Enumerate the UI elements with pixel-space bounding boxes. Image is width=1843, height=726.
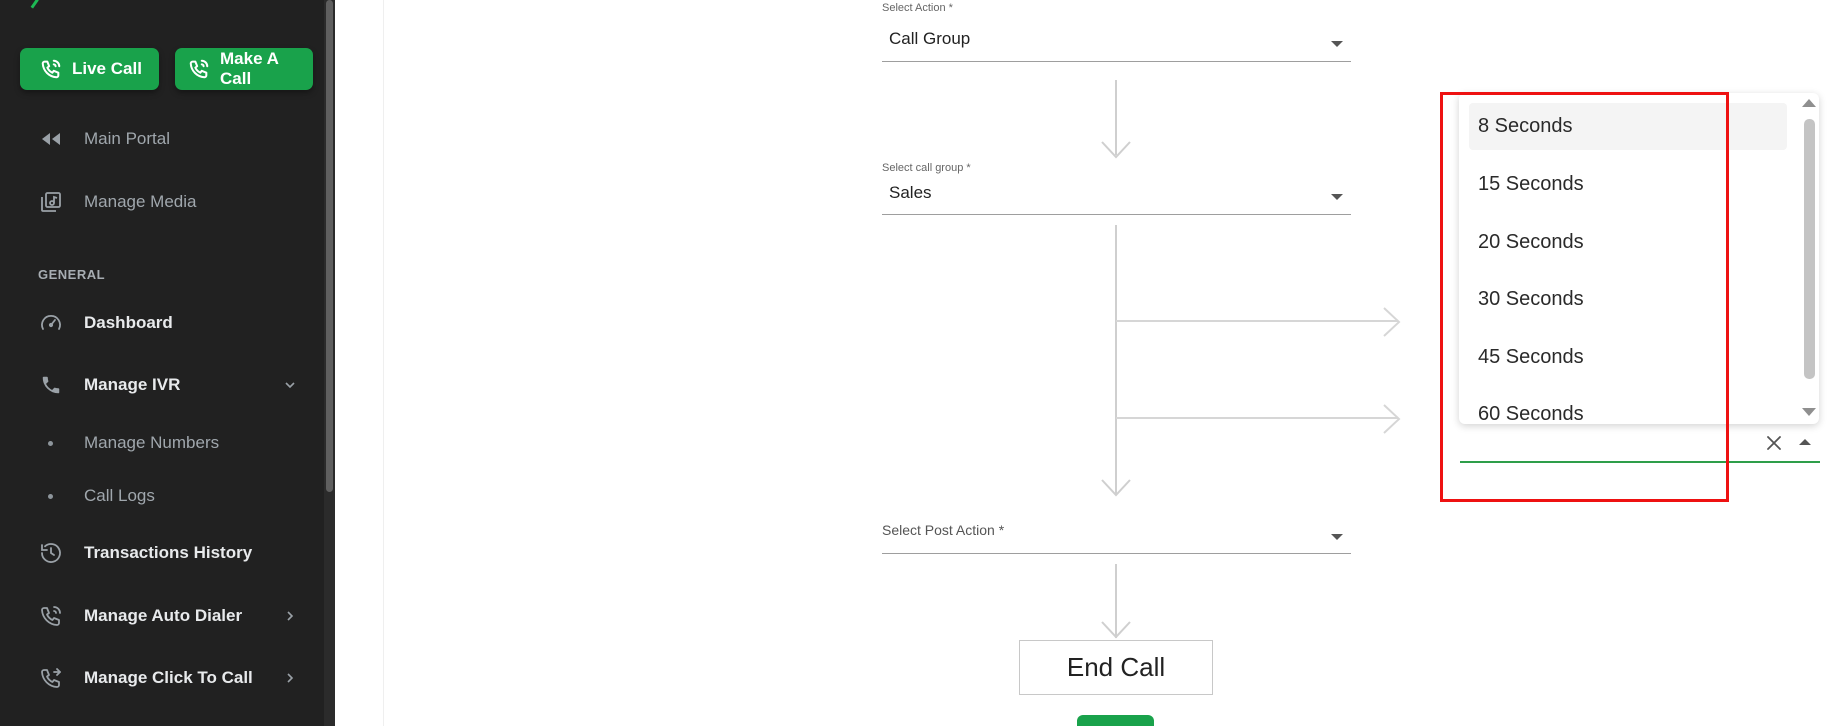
phone-call-icon	[38, 603, 64, 629]
arrow-down-icon	[1101, 479, 1131, 497]
flow-connector	[1115, 564, 1117, 638]
arrow-right-icon	[1383, 404, 1401, 434]
caret-down-icon	[1331, 41, 1343, 47]
sidebar-subitem-manage-numbers[interactable]: Manage Numbers	[0, 425, 320, 461]
chevron-right-icon	[282, 608, 298, 624]
live-call-button[interactable]: Live Call	[20, 48, 159, 90]
select-post-action-label: Select Post Action *	[882, 522, 1005, 538]
logo-icon	[23, 0, 39, 9]
select-action-field[interactable]: Select Action * Call Group	[882, 0, 1351, 62]
select-post-action-field[interactable]: Select Post Action *	[882, 518, 1351, 554]
arrow-down-icon	[1101, 621, 1131, 639]
sidebar-item-label: Dashboard	[84, 313, 173, 332]
section-title-general: GENERAL	[38, 267, 106, 282]
phone-call-icon	[40, 58, 62, 80]
option-30-seconds[interactable]: 30 Seconds	[1478, 288, 1584, 310]
sidebar-item-dashboard[interactable]: Dashboard	[0, 301, 320, 345]
flow-branch-connector	[1116, 417, 1398, 419]
sidebar-item-manage-media[interactable]: Manage Media	[0, 180, 320, 224]
caret-up-icon[interactable]	[1799, 439, 1811, 445]
phone-outgoing-icon	[188, 58, 210, 80]
caret-down-icon	[1331, 194, 1343, 200]
sidebar-item-main-portal[interactable]: Main Portal	[0, 117, 320, 161]
select-call-group-value: Sales	[889, 183, 932, 202]
sidebar-subitem-call-logs[interactable]: Call Logs	[0, 478, 320, 514]
phone-icon	[38, 372, 64, 398]
make-a-call-button[interactable]: Make A Call	[175, 48, 313, 90]
select-action-value: Call Group	[889, 29, 971, 48]
content-panel-border	[383, 0, 384, 726]
phone-forward-icon	[38, 665, 64, 691]
make-a-call-label: Make A Call	[220, 49, 279, 88]
end-call-node: End Call	[1019, 640, 1213, 695]
sidebar-item-label: Manage Auto Dialer	[84, 606, 243, 625]
sidebar-item-label: Manage Click To Call	[84, 668, 253, 687]
highlight-box	[1440, 92, 1729, 502]
bullet-icon	[48, 493, 53, 499]
sidebar-item-manage-click-to-call[interactable]: Manage Click To Call	[0, 656, 320, 700]
sidebar-subitem-label: Call Logs	[84, 486, 155, 505]
sidebar-item-label: Manage Media	[84, 192, 197, 211]
save-button-partial[interactable]	[1077, 715, 1154, 726]
option-20-seconds[interactable]: 20 Seconds	[1478, 231, 1584, 253]
arrow-right-icon	[1383, 307, 1401, 337]
option-8-seconds[interactable]: 8 Seconds	[1469, 103, 1787, 150]
arrow-down-icon	[1101, 141, 1131, 159]
option-15-seconds[interactable]: 15 Seconds	[1478, 173, 1584, 195]
chevron-down-icon	[282, 377, 298, 393]
clear-icon[interactable]	[1763, 432, 1785, 454]
speedometer-icon	[38, 310, 64, 336]
live-call-label: Live Call	[72, 59, 142, 78]
scroll-down-arrow-icon[interactable]	[1802, 408, 1816, 416]
select-call-group-field[interactable]: Select call group * Sales	[882, 160, 1351, 215]
chevron-right-icon	[282, 670, 298, 686]
bullet-icon	[48, 440, 53, 446]
sidebar-scrollbar-thumb[interactable]	[326, 0, 333, 492]
option-45-seconds[interactable]: 45 Seconds	[1478, 346, 1584, 368]
media-library-icon	[38, 189, 64, 215]
sidebar-item-label: Manage IVR	[84, 375, 181, 394]
sidebar-item-manage-auto-dialer[interactable]: Manage Auto Dialer	[0, 594, 320, 638]
duration-select-input[interactable]	[1460, 426, 1820, 463]
duration-dropdown-menu: 8 Seconds 15 Seconds 20 Seconds 30 Secon…	[1459, 93, 1819, 424]
flow-connector	[1115, 225, 1117, 495]
scroll-up-arrow-icon[interactable]	[1802, 99, 1816, 107]
sidebar-item-transactions-history[interactable]: Transactions History	[0, 531, 320, 575]
sidebar-subitem-label: Manage Numbers	[84, 433, 220, 452]
history-icon	[38, 540, 64, 566]
sidebar-item-manage-ivr[interactable]: Manage IVR	[0, 363, 320, 407]
caret-down-icon	[1331, 534, 1343, 540]
sidebar: Live Call Make A Call Main Portal Manage…	[0, 0, 335, 726]
rewind-icon	[38, 126, 64, 152]
sidebar-item-label: Main Portal	[84, 129, 170, 148]
sidebar-item-label: Transactions History	[84, 543, 253, 562]
select-call-group-label: Select call group *	[882, 162, 971, 174]
flow-branch-connector	[1116, 320, 1398, 322]
option-60-seconds[interactable]: 60 Seconds	[1478, 403, 1584, 424]
flow-connector	[1115, 80, 1117, 155]
dropdown-scrollbar-thumb[interactable]	[1804, 119, 1815, 379]
select-action-label: Select Action *	[882, 2, 953, 14]
